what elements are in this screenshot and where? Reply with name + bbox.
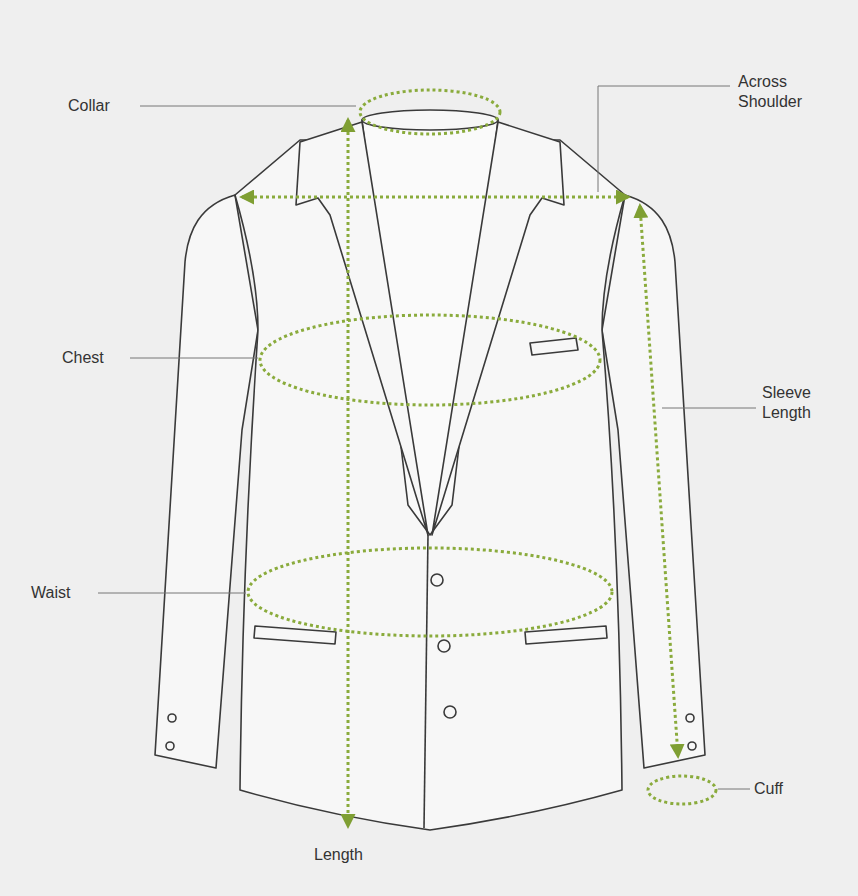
measure-label: Waist xyxy=(31,583,97,603)
leader-lines xyxy=(98,86,756,789)
measure-label: Collar xyxy=(68,96,138,116)
measure-label: Sleeve Length xyxy=(762,383,844,423)
measure-label: Length xyxy=(314,845,394,865)
measure-label: Cuff xyxy=(754,779,814,799)
measure-lines xyxy=(242,90,716,826)
jacket-outline xyxy=(155,110,705,830)
measure-label: Across Shoulder xyxy=(738,72,838,112)
measure-label: Chest xyxy=(62,348,128,368)
